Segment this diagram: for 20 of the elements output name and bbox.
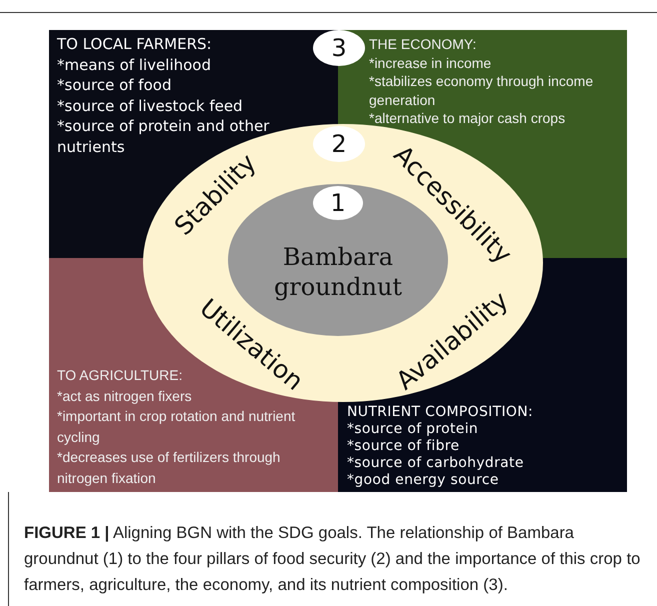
bullet-item: *source of fibre (347, 438, 460, 455)
section-heading: NUTRIENT COMPOSITION: (347, 404, 533, 421)
bullet-item: *act as nitrogen fixers (57, 386, 193, 406)
section-heading: THE ECONOMY: (369, 35, 478, 54)
figure-caption: FIGURE 1 | Aligning BGN with the SDG goals. The relationship of Bambara groundnut (1) to the four pillars of food security (2) and the importance of this crop to farmers, agriculture, the economy, and its nutrient composition (3). (24, 523, 642, 596)
bullet-item: *increase in income (369, 54, 492, 72)
number-badge: 2 (313, 126, 365, 162)
bullet-item: *stabilizes economy through income generation (369, 72, 594, 109)
number-badge: 1 (313, 186, 363, 220)
bullet-item: *source of livestock feed (57, 96, 244, 116)
bullet-item: *decreases use of fertilizers through nitrogen fixation (57, 448, 282, 488)
bullet-item: *source of food (57, 75, 172, 96)
bullet-item: *good energy source (347, 472, 500, 489)
bullet-item: *important in crop rotation and nutrient cycling (57, 407, 296, 447)
bullet-item: *means of livelihood (57, 54, 212, 75)
bullet-item: *source of carbohydrate (347, 455, 525, 472)
bullet-item: *source of protein and other nutrients (57, 116, 270, 156)
bullet-item: *alternative to major cash crops (369, 109, 566, 128)
bullet-item: *source of protein (347, 421, 480, 438)
section-heading: TO LOCAL FARMERS: (57, 34, 213, 54)
